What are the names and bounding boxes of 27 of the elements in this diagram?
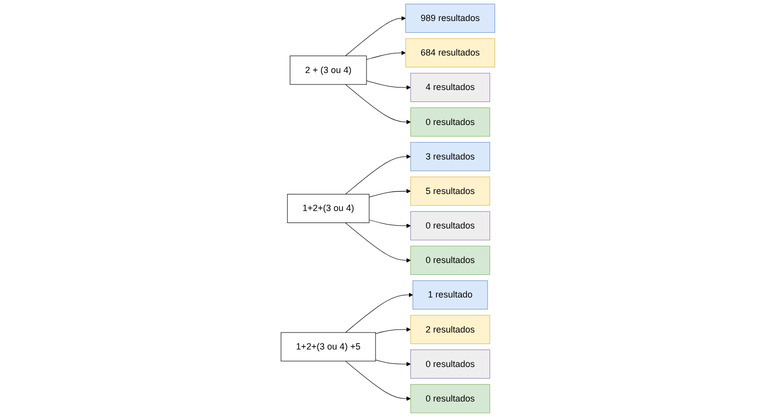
arrow [366,50,406,60]
node-box: 0 resultados [410,350,490,379]
arrow [368,189,411,198]
arrow [345,222,411,263]
node-box: 1 resultado [412,280,488,310]
arrow [345,84,411,124]
node-box: 0 resultados [410,211,490,240]
node-box: 5 resultados [410,176,490,206]
arrow [345,360,411,401]
arrow [345,292,414,333]
arrow [375,327,411,334]
arrow [366,80,411,90]
node-box: 3 resultados [410,142,490,172]
node-box: 1+2+(3 ou 4) [287,194,370,224]
node-box: 0 resultados [410,384,490,414]
arrow [375,360,411,366]
arrow [368,220,411,228]
node-box: 2 resultados [410,314,490,344]
node-box: 2 + (3 ou 4) [290,56,367,85]
node-box: 4 resultados [410,72,490,102]
arrow [345,16,406,56]
node-box: 1+2+(3 ou 4) +5 [280,332,376,362]
node-box: 989 resultados [405,4,496,33]
node-box: 0 resultados [410,246,490,275]
node-box: 0 resultados [410,108,490,137]
node-box: 684 resultados [405,38,496,68]
arrow [345,154,411,194]
